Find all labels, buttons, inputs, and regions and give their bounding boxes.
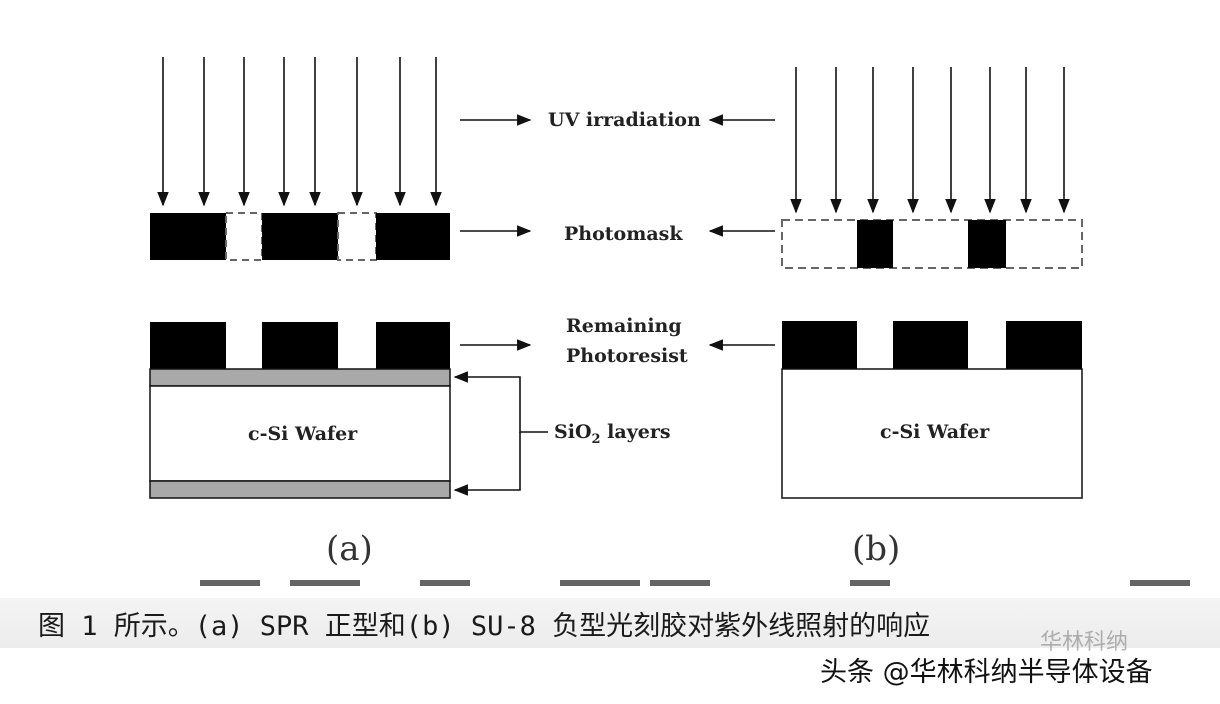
source-watermark: 头条 @华林科纳半导体设备 [820, 657, 1153, 688]
photomask-label: Photomask [564, 223, 683, 245]
cropped-text-row [650, 580, 710, 586]
mask-block [376, 213, 450, 260]
panel-b-label: (b) [852, 529, 900, 569]
cropped-text-row [200, 580, 260, 586]
panel-a-label: (a) [326, 529, 373, 569]
wafer-a [149, 385, 451, 482]
mask-outline [781, 219, 1083, 269]
wafer-stack-a [149, 368, 451, 499]
wafer-b-label: c-Si Wafer [880, 421, 990, 443]
photoresist-label: Photoresist [566, 345, 688, 367]
sio2-bracket-lower [453, 432, 521, 496]
mask-opening [225, 212, 263, 261]
sio2-layer-top [149, 368, 451, 387]
resist-block [150, 322, 226, 369]
sio2-bracket [453, 371, 548, 433]
pointer-arrows [453, 114, 775, 496]
mask-block [150, 213, 226, 260]
figure-caption: 图 1 所示。(a) SPR 正型和(b) SU-8 负型光刻胶对紫外线照射的响… [38, 611, 931, 642]
mask-block [857, 220, 893, 268]
photoresist-b [782, 321, 1082, 369]
resist-block [1006, 321, 1082, 369]
photolithography-diagram: UV irradiation Photomask Remaining Photo… [149, 57, 1083, 569]
uv-arrows-b [790, 67, 1070, 214]
wafer-b [781, 368, 1083, 499]
cropped-text-row [1130, 580, 1190, 586]
photomask-a [150, 212, 450, 261]
remaining-label: Remaining [566, 315, 682, 337]
resist-block [893, 321, 968, 369]
mask-block [262, 213, 338, 260]
sio2-layer-bottom [149, 480, 451, 499]
sio2-layers-label: SiO2 layers [554, 421, 671, 447]
cropped-text-row [560, 580, 640, 586]
resist-block [782, 321, 857, 369]
cropped-text-row [290, 580, 360, 586]
cropped-text-row [420, 580, 470, 586]
wafer-a-label: c-Si Wafer [248, 423, 358, 445]
mask-opening [337, 212, 377, 261]
cropped-text-row [850, 580, 890, 586]
mask-block [968, 220, 1006, 268]
photomask-b [781, 219, 1083, 269]
faint-watermark: 华林科纳 [1040, 630, 1129, 655]
uv-arrows-a [157, 57, 442, 207]
resist-block [262, 322, 338, 369]
photoresist-a [150, 322, 450, 369]
caption-band [0, 598, 1220, 648]
resist-block [376, 322, 450, 369]
uv-irradiation-label: UV irradiation [548, 109, 701, 131]
